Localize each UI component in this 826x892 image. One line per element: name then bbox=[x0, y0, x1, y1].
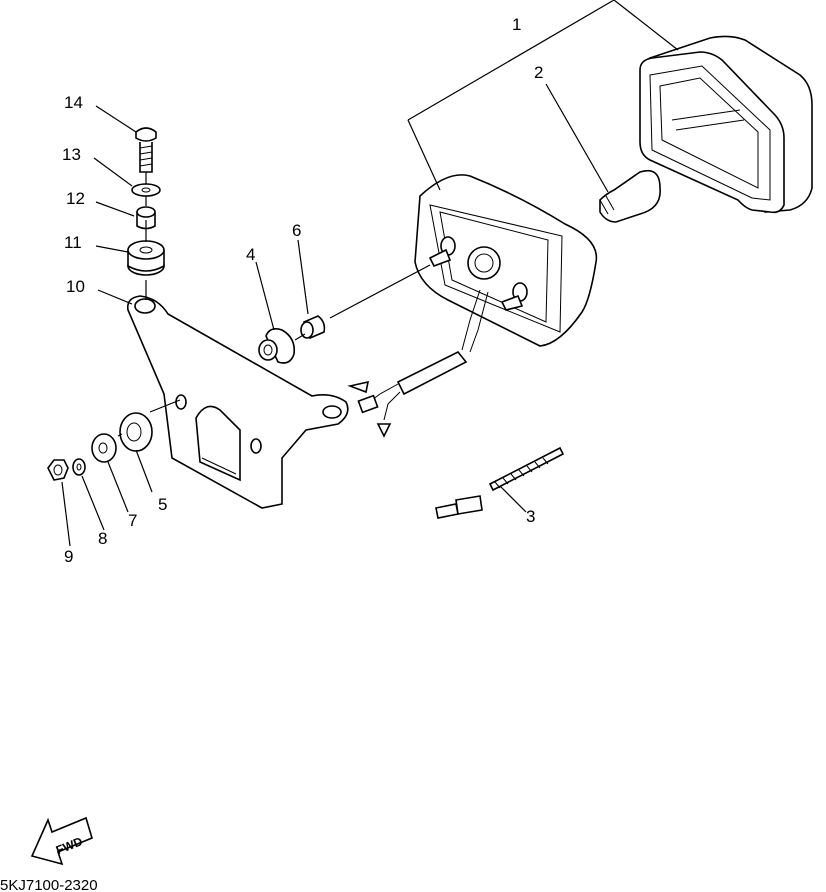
nut bbox=[47, 459, 69, 481]
damper bbox=[258, 328, 296, 364]
cable-tie bbox=[435, 446, 565, 519]
callout-6: 6 bbox=[292, 221, 301, 240]
callout-5: 5 bbox=[158, 495, 167, 514]
callout-7: 7 bbox=[128, 511, 137, 530]
spring-washer bbox=[72, 458, 86, 476]
bolt bbox=[135, 127, 157, 173]
tail-light-housing bbox=[414, 174, 598, 353]
callout-9: 9 bbox=[64, 547, 73, 566]
bracket bbox=[126, 295, 349, 509]
assembly-lines bbox=[117, 172, 431, 437]
spacer-6 bbox=[300, 315, 326, 340]
wire-harness bbox=[347, 350, 468, 438]
callout-4: 4 bbox=[246, 245, 255, 264]
callout-2: 2 bbox=[534, 63, 543, 82]
bulb bbox=[599, 169, 661, 223]
fwd-arrow: FWD bbox=[30, 816, 93, 866]
tail-light-lens bbox=[639, 35, 813, 214]
washer-13 bbox=[131, 183, 161, 197]
washer-7 bbox=[91, 433, 117, 463]
callout-13: 13 bbox=[62, 145, 81, 164]
callout-3: 3 bbox=[526, 507, 535, 526]
drawing-code: 5KJ7100-2320 bbox=[0, 877, 98, 892]
callout-14: 14 bbox=[64, 93, 83, 112]
callout-8: 8 bbox=[98, 529, 107, 548]
callout-labels: 1 2 3 4 5 6 7 8 9 10 11 12 13 14 bbox=[62, 15, 543, 566]
grommet bbox=[127, 240, 165, 276]
callout-10: 10 bbox=[66, 277, 85, 296]
callout-12: 12 bbox=[66, 189, 85, 208]
callout-11: 11 bbox=[64, 233, 82, 252]
leader-lines bbox=[61, 0, 679, 547]
callout-1: 1 bbox=[512, 15, 521, 34]
washer-5 bbox=[119, 412, 153, 452]
